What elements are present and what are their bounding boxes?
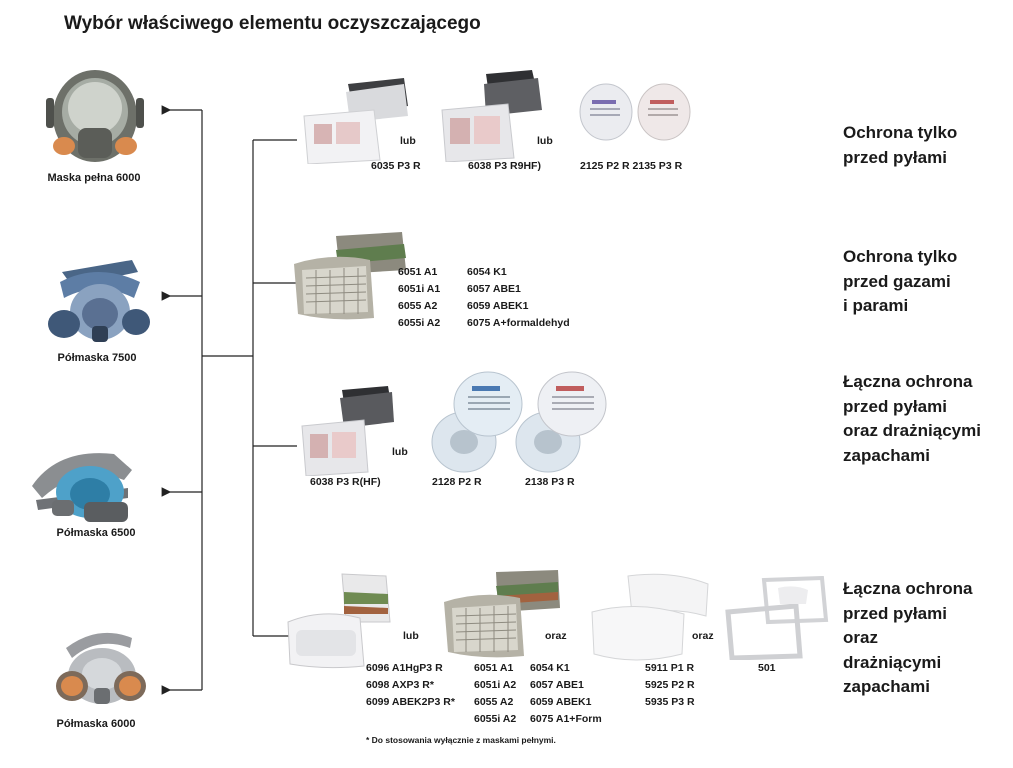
mask-label-half-6500: Półmaska 6500 <box>56 527 136 539</box>
gas-cartridge-6059-image <box>444 570 560 658</box>
conj-lub: lub <box>403 630 419 642</box>
page-title: Wybór właściwego elementu oczyszczająceg… <box>64 13 481 34</box>
half-mask-6500-image <box>32 453 132 522</box>
conj-oraz: oraz <box>692 630 714 642</box>
half-mask-7500-image <box>48 260 150 342</box>
retainer-501-image <box>725 576 829 660</box>
gas-cartridge-6051-image <box>294 232 406 320</box>
conj-oraz: oraz <box>545 630 567 642</box>
filter-2138-image <box>515 371 607 473</box>
category-dust-only: Ochrona tylko przed pyłami <box>843 123 958 167</box>
combined-cartridge-6096-image <box>287 573 391 669</box>
combined-codes-d: 5911 P1 R 5925 P2 R 5935 P3 R <box>645 662 695 708</box>
mask-label-half-7500: Półmaska 7500 <box>57 352 137 364</box>
filter-6035-image <box>303 78 408 164</box>
filter-2125-2135-image <box>579 83 691 141</box>
code-2128: 2128 P2 R <box>432 476 482 488</box>
combined-codes-c: 6054 K1 6057 ABE1 6059 ABEK1 6075 A1+For… <box>530 662 602 725</box>
footnote: * Do stosowania wyłącznie z maskami pełn… <box>366 735 556 745</box>
category-gas-only: Ochrona tylko przed gazami i parami <box>843 247 958 315</box>
code-2125-2135: 2125 P2 R 2135 P3 R <box>580 160 683 172</box>
code-6038-hf: 6038 P3 R(HF) <box>310 476 381 488</box>
mask-label-full-6000: Maska pełna 6000 <box>47 172 141 184</box>
filter-2128-image <box>431 371 523 473</box>
gas-codes-left: 6051 A1 6051i A1 6055 A2 6055i A2 <box>398 266 441 329</box>
conj-lub: lub <box>537 135 553 147</box>
conj-lub: lub <box>400 135 416 147</box>
prefilter-5911-image <box>591 573 709 661</box>
code-2138: 2138 P3 R <box>525 476 575 488</box>
code-6035: 6035 P3 R <box>371 160 421 172</box>
filter-6038-image <box>441 70 542 162</box>
filter-6038-hf-image <box>301 386 394 476</box>
code-6038: 6038 P3 R9HF) <box>468 160 541 172</box>
full-face-mask-6000-image <box>46 70 144 162</box>
combined-codes-a: 6096 A1HgP3 R 6098 AXP3 R* 6099 ABEK2P3 … <box>366 662 455 708</box>
category-combined: Łączna ochrona przed pyłami oraz drażnią… <box>843 579 973 696</box>
gas-codes-right: 6054 K1 6057 ABE1 6059 ABEK1 6075 A+form… <box>467 266 570 329</box>
half-mask-6000-image <box>56 632 146 704</box>
combined-codes-b: 6051 A1 6051i A2 6055 A2 6055i A2 <box>474 662 517 725</box>
conj-lub: lub <box>392 446 408 458</box>
category-dust-and-odor: Łączna ochrona przed pyłami oraz drażnią… <box>843 372 981 465</box>
combined-codes-e: 501 <box>758 662 776 674</box>
mask-label-half-6000: Półmaska 6000 <box>56 718 136 730</box>
